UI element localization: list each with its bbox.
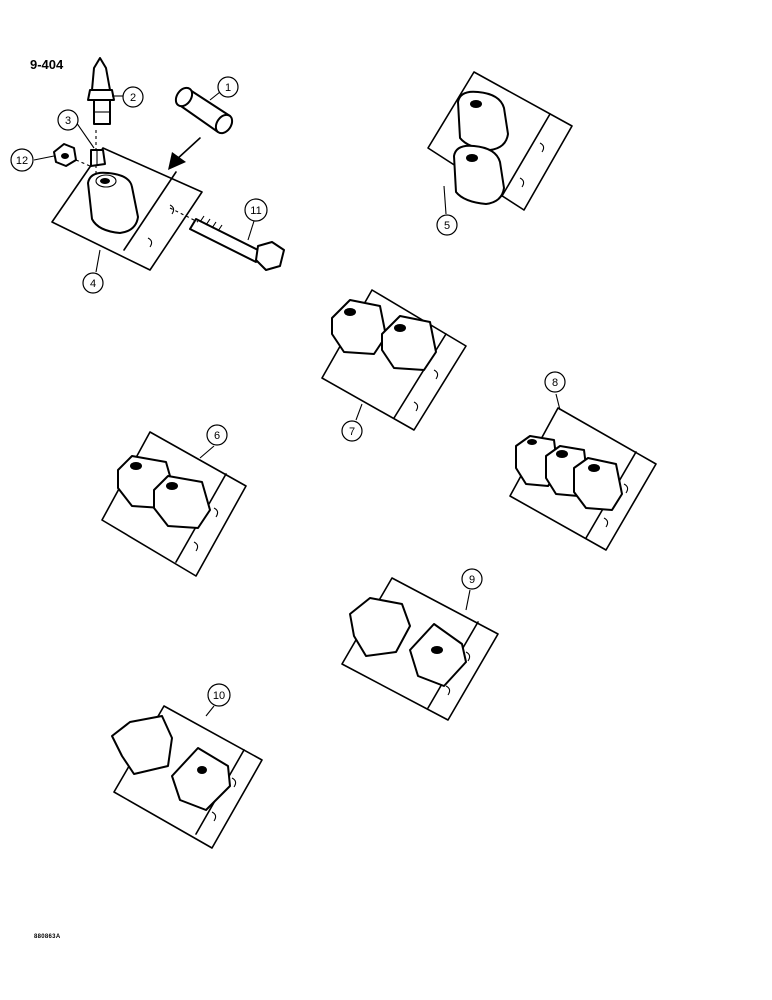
callout-6: 6 — [206, 424, 228, 446]
callout-2-label: 2 — [130, 92, 136, 104]
callout-7-label: 7 — [349, 426, 355, 438]
callout-9: 9 — [461, 568, 483, 590]
callout-12: 12 — [10, 148, 34, 172]
callout-8-label: 8 — [552, 377, 558, 389]
hex-nut — [53, 143, 77, 167]
callout-7: 7 — [341, 420, 363, 442]
callout-1: 1 — [217, 76, 239, 98]
callout-3-label: 3 — [65, 115, 71, 127]
callout-4-label: 4 — [90, 278, 96, 290]
leader-lines — [33, 91, 561, 717]
assembly-6 — [101, 431, 247, 577]
bit-block-4 — [87, 171, 139, 234]
assembly-8 — [509, 407, 657, 551]
assembly-5 — [427, 71, 573, 211]
assembly-9 — [341, 577, 499, 721]
callout-11-label: 11 — [250, 205, 261, 217]
callout-10-label: 10 — [213, 690, 225, 702]
callout-6-label: 6 — [214, 430, 220, 442]
callout-10: 10 — [207, 683, 231, 707]
figure-code: 880863A — [34, 934, 61, 940]
callout-3: 3 — [57, 109, 79, 131]
callout-5: 5 — [436, 214, 458, 236]
assembly-7 — [321, 289, 467, 431]
callout-1-label: 1 — [225, 82, 231, 94]
callout-9-label: 9 — [469, 574, 475, 586]
page-code: 9-404 — [30, 57, 64, 72]
assembly-4-exploded — [51, 57, 285, 271]
cutting-bit — [87, 57, 115, 125]
assembly-10 — [111, 705, 263, 849]
sleeve — [174, 86, 234, 135]
callout-8: 8 — [544, 371, 566, 393]
callout-2: 2 — [122, 86, 144, 108]
callout-12-label: 12 — [16, 155, 28, 167]
callout-4: 4 — [82, 272, 104, 294]
direction-arrow — [168, 137, 201, 170]
callout-5-label: 5 — [444, 220, 450, 232]
retainer-clip — [90, 149, 106, 167]
callout-11: 11 — [244, 198, 268, 222]
bolt — [189, 215, 285, 271]
